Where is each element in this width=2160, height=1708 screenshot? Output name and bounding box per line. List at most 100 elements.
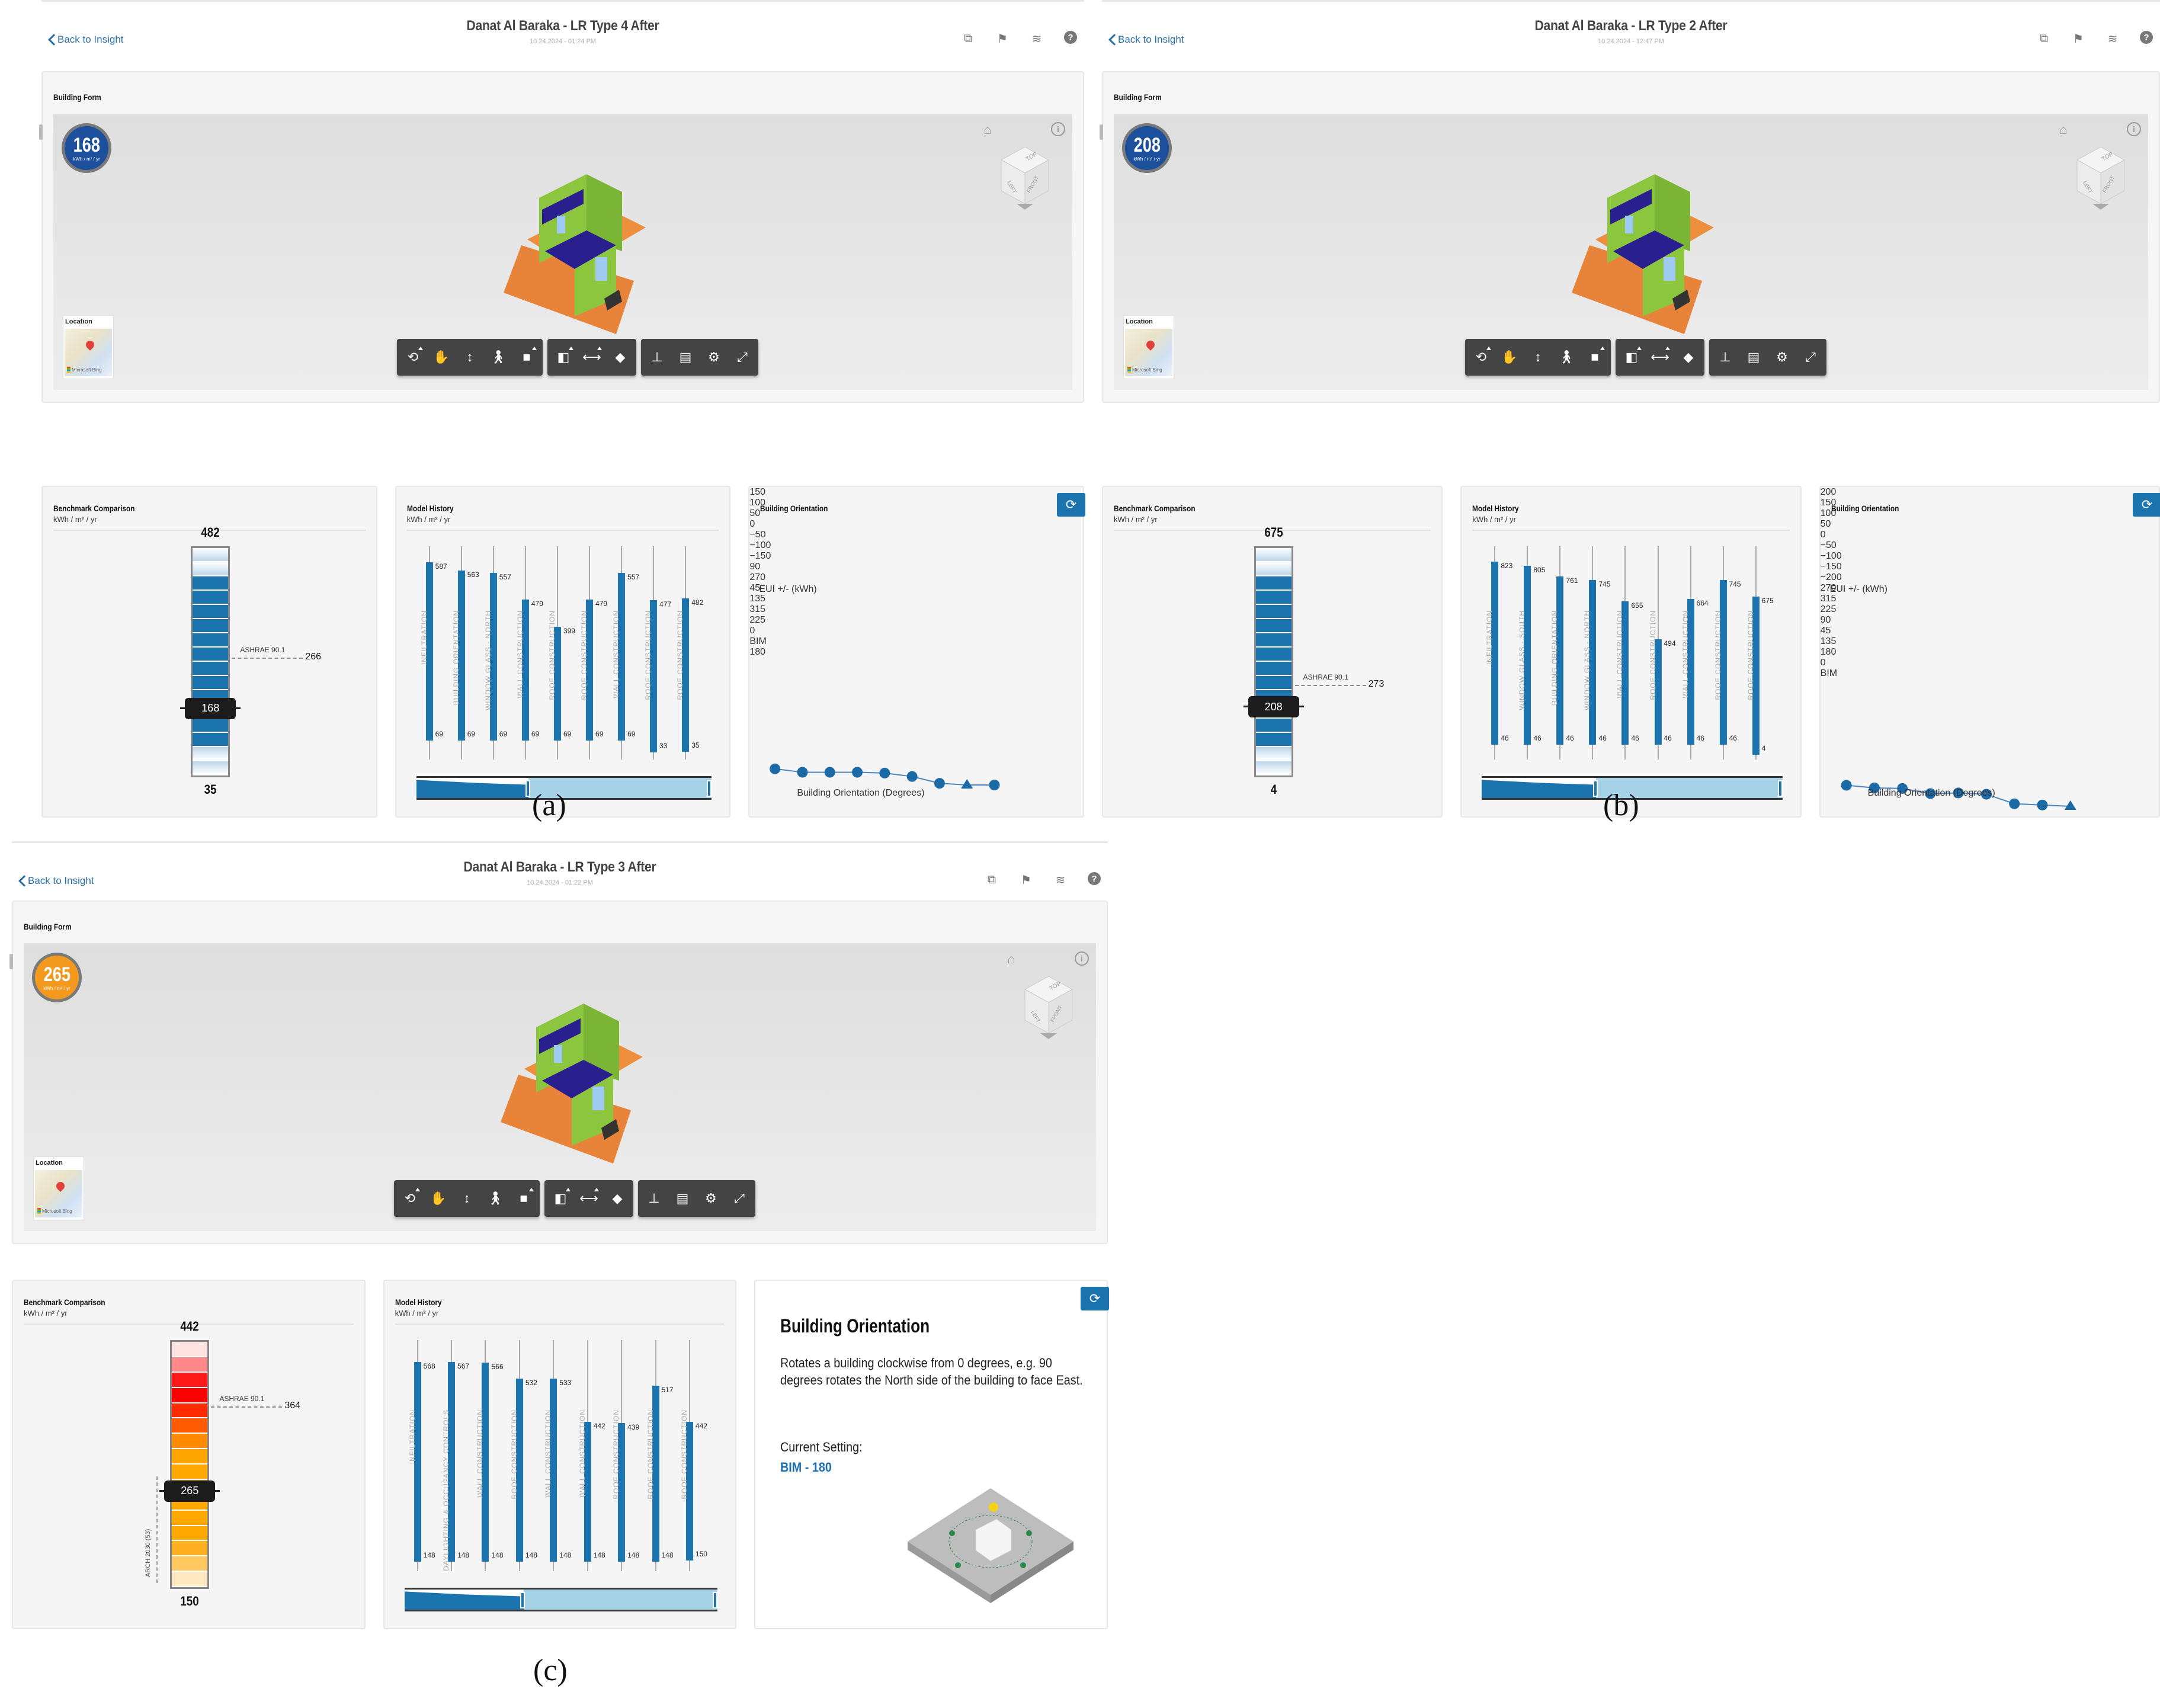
- history-column[interactable]: 823 46 INFILTRATION: [1485, 546, 1512, 760]
- explode-icon[interactable]: ◆: [1683, 350, 1694, 364]
- range-handle-left[interactable]: [525, 780, 531, 797]
- back-to-insight-link[interactable]: Back to Insight: [47, 33, 124, 46]
- properties-icon[interactable]: ▤: [676, 1191, 689, 1206]
- compare-icon[interactable]: ⧉: [963, 31, 973, 45]
- range-handle-right[interactable]: [707, 780, 712, 797]
- walk-icon[interactable]: 🚶︎: [490, 350, 507, 364]
- compare-icon[interactable]: ⧉: [987, 873, 996, 886]
- 3d-viewer[interactable]: 208 kWh / m² / yr ⌂ i TOP LEFT FRONT: [1114, 115, 2148, 390]
- fullscreen-icon[interactable]: ⤢: [734, 1191, 745, 1206]
- history-column[interactable]: 479 69 WALL CONSTRUCTION: [516, 546, 543, 760]
- history-column[interactable]: 482 35 ROOF CONSTRUCTION: [676, 546, 703, 760]
- view-cube[interactable]: TOP LEFT FRONT: [2075, 145, 2127, 210]
- walk-icon[interactable]: 🚶︎: [487, 1191, 504, 1206]
- location-map[interactable]: Microsoft Bing: [65, 329, 112, 376]
- compare-icon[interactable]: ⧉: [2039, 31, 2049, 45]
- model-browser-icon[interactable]: ⊥: [651, 350, 663, 364]
- model-browser-icon[interactable]: ⊥: [1719, 350, 1731, 364]
- help-icon[interactable]: ?: [1088, 872, 1101, 885]
- history-column[interactable]: 517 148 ROOF CONSTRUCTION: [646, 1340, 674, 1571]
- history-range-slider[interactable]: [1482, 776, 1783, 800]
- explode-icon[interactable]: ◆: [615, 350, 626, 364]
- orientation-toggle-icon[interactable]: ⟳: [2132, 493, 2160, 517]
- history-column[interactable]: 557 69 WINDOW GLASS - NORTH: [484, 546, 511, 760]
- layers-icon[interactable]: ≋: [1055, 873, 1066, 887]
- measure-icon[interactable]: ⟷: [582, 345, 602, 369]
- view-cube[interactable]: TOP LEFT FRONT: [999, 145, 1051, 210]
- history-column[interactable]: 805 46 WINDOW GLASS - SOUTH: [1518, 546, 1545, 760]
- zoom-icon[interactable]: ↕: [1534, 350, 1542, 364]
- pan-icon[interactable]: ✋: [1501, 350, 1518, 364]
- range-handle-left[interactable]: [520, 1592, 525, 1608]
- section-icon[interactable]: ◧: [550, 1187, 571, 1210]
- help-icon[interactable]: ?: [1064, 31, 1077, 44]
- location-widget[interactable]: Location Microsoft Bing: [63, 315, 114, 379]
- history-range-selection[interactable]: [523, 1590, 718, 1610]
- history-column[interactable]: 655 46 WALL CONSTRUCTION: [1616, 546, 1643, 760]
- fullscreen-icon[interactable]: ⤢: [1805, 350, 1816, 364]
- view-cube[interactable]: TOP LEFT FRONT: [1023, 974, 1075, 1039]
- model-browser-icon[interactable]: ⊥: [648, 1191, 660, 1206]
- layers-icon[interactable]: ≋: [1031, 32, 1042, 46]
- building-model[interactable]: [483, 992, 672, 1172]
- history-column[interactable]: 664 46 WALL CONSTRUCTION: [1681, 546, 1709, 760]
- history-column[interactable]: 557 69 WALL CONSTRUCTION: [612, 546, 639, 760]
- history-column[interactable]: 442 150 ROOF CONSTRUCTION: [680, 1340, 707, 1571]
- home-icon[interactable]: ⌂: [1007, 951, 1015, 966]
- settings-icon[interactable]: ⚙: [705, 1191, 717, 1206]
- properties-icon[interactable]: ▤: [679, 350, 692, 364]
- 3d-viewer[interactable]: 168 kWh / m² / yr ⌂ i TOP LEFT FRONT: [53, 115, 1072, 390]
- history-column[interactable]: 567 148 DAYLIGHTING & OCCUPANCY CONTROLS: [442, 1340, 469, 1571]
- info-icon[interactable]: i: [1051, 122, 1065, 136]
- history-column[interactable]: 566 148 WALL CONSTRUCTION: [476, 1340, 504, 1571]
- measure-icon[interactable]: ⟷: [579, 1187, 599, 1210]
- history-range-slider[interactable]: [404, 1588, 718, 1611]
- range-handle-left[interactable]: [1593, 780, 1598, 797]
- history-column[interactable]: 532 148 ROOF CONSTRUCTION: [510, 1340, 537, 1571]
- side-panel-toggle[interactable]: [1100, 124, 1103, 140]
- camera-icon[interactable]: ■: [1585, 345, 1605, 369]
- pan-icon[interactable]: ✋: [430, 1191, 447, 1206]
- history-column[interactable]: 494 46 ROOF CONSTRUCTION: [1649, 546, 1676, 760]
- fullscreen-icon[interactable]: ⤢: [737, 350, 748, 364]
- location-widget[interactable]: Location Microsoft Bing: [1123, 315, 1174, 379]
- history-range-slider[interactable]: [416, 776, 712, 800]
- side-panel-toggle[interactable]: [9, 954, 13, 969]
- section-icon[interactable]: ◧: [1621, 345, 1642, 369]
- orbit-icon[interactable]: ⟲: [403, 345, 423, 369]
- orientation-toggle-icon[interactable]: ⟳: [1056, 493, 1085, 517]
- home-icon[interactable]: ⌂: [2059, 122, 2068, 137]
- bookmark-icon[interactable]: ⚑: [1021, 873, 1031, 887]
- settings-icon[interactable]: ⚙: [708, 350, 720, 364]
- history-column[interactable]: 745 46 WINDOW GLASS - NORTH: [1583, 546, 1610, 760]
- history-column[interactable]: 587 69 INFILTRATION: [420, 546, 447, 760]
- orbit-icon[interactable]: ⟲: [1471, 345, 1491, 369]
- history-column[interactable]: 761 46 BUILDING ORIENTATION: [1550, 546, 1578, 760]
- building-model[interactable]: [1554, 162, 1744, 343]
- camera-icon[interactable]: ■: [517, 345, 537, 369]
- range-handle-right[interactable]: [1777, 780, 1783, 797]
- location-map[interactable]: Microsoft Bing: [35, 1170, 82, 1217]
- info-icon[interactable]: i: [2127, 122, 2141, 136]
- camera-icon[interactable]: ■: [514, 1187, 534, 1210]
- home-icon[interactable]: ⌂: [983, 122, 992, 137]
- history-column[interactable]: 477 33 ROOF CONSTRUCTION: [644, 546, 671, 760]
- bookmark-icon[interactable]: ⚑: [2073, 32, 2084, 46]
- measure-icon[interactable]: ⟷: [1650, 345, 1670, 369]
- help-icon[interactable]: ?: [2140, 31, 2153, 44]
- history-column[interactable]: 442 148 WALL CONSTRUCTION: [578, 1340, 605, 1571]
- history-column[interactable]: 675 4 ROOF CONSTRUCTION: [1746, 546, 1774, 760]
- bookmark-icon[interactable]: ⚑: [997, 32, 1008, 46]
- zoom-icon[interactable]: ↕: [466, 350, 473, 364]
- history-range-selection[interactable]: [528, 778, 712, 798]
- pan-icon[interactable]: ✋: [433, 350, 450, 364]
- history-range-selection[interactable]: [1596, 778, 1783, 798]
- history-column[interactable]: 399 69 ROOF CONSTRUCTION: [548, 546, 575, 760]
- info-icon[interactable]: i: [1075, 951, 1089, 966]
- 3d-viewer[interactable]: 265 kWh / m² / yr ⌂ i TOP LEFT FRONT: [24, 944, 1096, 1231]
- back-to-insight-link[interactable]: Back to Insight: [1108, 33, 1184, 46]
- side-panel-toggle[interactable]: [39, 124, 43, 140]
- history-column[interactable]: 568 148 INFILTRATION: [408, 1340, 435, 1571]
- range-handle-right[interactable]: [713, 1592, 718, 1608]
- location-widget[interactable]: Location Microsoft Bing: [33, 1156, 84, 1220]
